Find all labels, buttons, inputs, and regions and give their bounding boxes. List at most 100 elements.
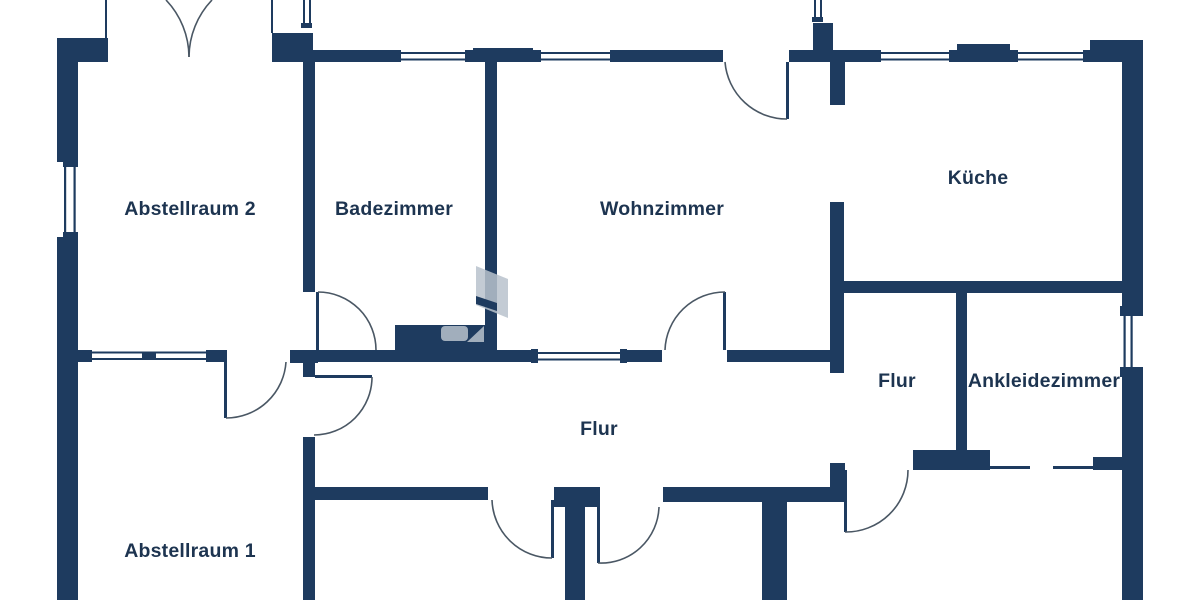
wall-lower-divider-1 <box>565 507 585 600</box>
window-line <box>538 352 621 354</box>
opening-dash <box>1053 466 1093 469</box>
window-tick <box>63 160 78 167</box>
window-line <box>92 351 208 354</box>
frame-line <box>105 0 107 38</box>
watermark-shape <box>467 326 484 342</box>
window-line <box>1123 316 1126 369</box>
door-leaf-flur-room2 <box>597 507 600 563</box>
wall-lower-divider-2 <box>762 502 787 600</box>
window-line <box>538 358 621 361</box>
frame-line <box>820 0 822 20</box>
door-arc-a2-a1 <box>225 361 287 419</box>
frame-tick <box>812 17 823 22</box>
window-line <box>1016 52 1085 54</box>
wall-wohn-bottom-1 <box>627 350 662 362</box>
door-leaf-flur-a1 <box>315 375 372 378</box>
door-arc-flur-a1 <box>313 376 373 436</box>
room-label-abstellraum-1: Abstellraum 1 <box>124 540 256 562</box>
door-leaf-badezimmer <box>316 292 319 350</box>
wall-left-lower <box>57 237 78 600</box>
wall-top-1 <box>313 50 393 62</box>
door-arc-entry-right <box>188 0 213 58</box>
wall-top-left-corner <box>57 38 108 62</box>
window-line <box>879 52 952 54</box>
room-label-flur-right: Flur <box>878 370 916 392</box>
door-arc-badezimmer <box>317 291 377 351</box>
watermark-dash <box>476 296 497 311</box>
wall-kueche-bottom <box>830 281 1143 293</box>
door-arc-wohnzimmer-bottom <box>664 291 726 351</box>
wall-a2-bad-divider <box>303 62 315 292</box>
wall-block-badezimmer-top <box>272 33 313 62</box>
window-tick <box>873 50 881 62</box>
door-arc-flur-room2 <box>597 506 660 564</box>
wall-left-upper <box>57 38 78 162</box>
window-line <box>400 52 466 54</box>
frame-line <box>303 0 305 26</box>
window-tick <box>949 50 957 62</box>
room-label-ankleidezimmer: Ankleidezimmer <box>968 370 1121 392</box>
walls-group <box>57 0 1143 600</box>
room-label-abstellraum-2: Abstellraum 2 <box>124 198 256 220</box>
window-tick <box>1010 50 1018 62</box>
window-line <box>1016 58 1085 61</box>
wall-kueche-pier <box>957 44 1010 62</box>
room-label-wohnzimmer: Wohnzimmer <box>600 198 724 220</box>
door-leaf-a2-a1 <box>224 362 227 418</box>
vanity-counter <box>395 325 485 350</box>
window-tick <box>531 349 538 363</box>
window-tick <box>393 50 401 62</box>
wall-right-lower <box>1122 375 1143 600</box>
wall-wohn-kueche-divider <box>830 202 844 373</box>
wall-ankleide-bottom-block <box>913 450 990 470</box>
wall-wohn-kueche-stub <box>830 53 845 105</box>
wall-top-3 <box>618 50 723 62</box>
window-tick <box>1120 306 1143 316</box>
frame-line <box>271 0 273 33</box>
window-tick <box>620 349 627 363</box>
window-line <box>540 58 611 61</box>
wall-kueche-corner-block <box>813 23 833 62</box>
window-tick <box>1083 50 1091 62</box>
frame-line <box>814 0 816 20</box>
room-label-badezimmer: Badezimmer <box>335 198 453 220</box>
wall-bad-bottom <box>318 350 531 362</box>
window-tick <box>610 50 618 62</box>
watermark-shape <box>476 266 508 318</box>
room-label-kueche: Küche <box>948 167 1009 189</box>
door-arcs-group <box>165 0 909 564</box>
door-arc-entry-left <box>165 0 190 58</box>
window-line <box>400 58 466 61</box>
wall-flur-bottom-2 <box>663 487 830 502</box>
window-tick <box>1120 367 1143 377</box>
door-leaf-wohnzimmer-top <box>786 62 789 119</box>
window-line <box>1130 316 1133 369</box>
window-tick <box>85 350 92 362</box>
wall-flur-ankleide-divider <box>956 293 967 450</box>
wall-flur-bottom-1 <box>305 487 488 500</box>
wall-wohn-bottom-2 <box>727 350 844 362</box>
window-tick <box>206 350 214 362</box>
window-tick <box>465 50 473 62</box>
window-line <box>540 52 611 54</box>
wall-ankleide-bottom-end <box>1093 457 1122 470</box>
wall-a1-right-upper <box>303 350 315 377</box>
door-leaf-flur-ankleide <box>844 470 847 532</box>
wall-step-block <box>830 463 845 502</box>
window-line <box>73 165 76 234</box>
door-leaf-wohnzimmer-bottom <box>723 292 726 350</box>
opening-dash <box>990 466 1030 469</box>
wall-a1-right-lower <box>303 437 315 600</box>
window-tick <box>63 232 78 239</box>
wall-right-upper <box>1122 60 1143 308</box>
wall-bad-wohn-divider <box>485 50 497 362</box>
window-line <box>92 358 208 360</box>
door-arc-flur-ankleide <box>844 469 909 533</box>
window-center-dash <box>142 353 156 359</box>
frame-tick <box>301 23 312 28</box>
wall-flur-bottom-block <box>554 487 600 507</box>
wall-top-2 <box>473 48 533 62</box>
window-line <box>879 58 952 61</box>
